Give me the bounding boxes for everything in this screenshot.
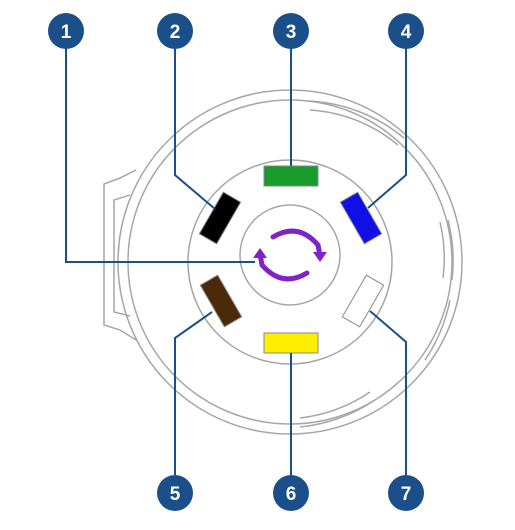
- badge-4-circle: [388, 13, 424, 49]
- pin-3-green: [263, 165, 319, 187]
- pin-2-black: [198, 191, 242, 245]
- badge-1-circle: [48, 13, 84, 49]
- arrow-head-top: [313, 252, 327, 262]
- leader-7: [369, 310, 407, 475]
- pin-5-brown: [199, 274, 243, 328]
- leader-1: [65, 48, 255, 263]
- leader-4: [367, 48, 407, 209]
- ring-slot-bottom: [299, 399, 376, 428]
- arrow-head-bottom: [253, 248, 267, 258]
- badge-7: 7: [388, 475, 424, 511]
- badge-6-circle: [273, 475, 309, 511]
- badge-3-label: 3: [286, 22, 297, 43]
- center-boss: [239, 204, 341, 306]
- badge-5-label: 5: [170, 484, 181, 505]
- leader-5: [174, 311, 213, 475]
- badge-2: 2: [157, 13, 193, 49]
- locking-lug: [103, 169, 137, 341]
- badge-1: 1: [48, 13, 84, 49]
- badge-4: 4: [388, 13, 424, 49]
- badge-2-label: 2: [170, 22, 181, 43]
- badge-6: 6: [273, 475, 309, 511]
- badge-7-label: 7: [401, 484, 412, 505]
- leader-lines: [65, 48, 407, 475]
- ring-slot-top-inner: [309, 109, 399, 146]
- badge-2-circle: [157, 13, 193, 49]
- ring-slot-right-lower: [424, 299, 451, 361]
- ring-slot-right: [447, 219, 454, 281]
- badge-1-label: 1: [61, 22, 72, 43]
- badge-3: 3: [273, 13, 309, 49]
- pin-1-center-arrows: [253, 228, 327, 282]
- ring-slot-right-inner: [439, 221, 445, 279]
- pin-7-white: [341, 274, 385, 328]
- badge-5-circle: [157, 475, 193, 511]
- arrow-arc-bottom: [257, 251, 310, 282]
- ring-slot-bottom-inner: [299, 391, 371, 419]
- pin-4-blue: [339, 191, 383, 245]
- locking-lug-inner: [113, 194, 131, 317]
- badge-3-circle: [273, 13, 309, 49]
- leader-2: [174, 48, 216, 210]
- pins: [198, 165, 385, 354]
- badge-7-circle: [388, 475, 424, 511]
- badge-6-label: 6: [286, 484, 297, 505]
- pin-6-yellow: [263, 332, 319, 354]
- badge-5: 5: [157, 475, 193, 511]
- ring-slot-top: [307, 100, 405, 139]
- badges: 1 2 3 4 5 6 7: [48, 13, 424, 511]
- badge-4-label: 4: [401, 22, 412, 43]
- arrow-arc-top: [270, 228, 323, 259]
